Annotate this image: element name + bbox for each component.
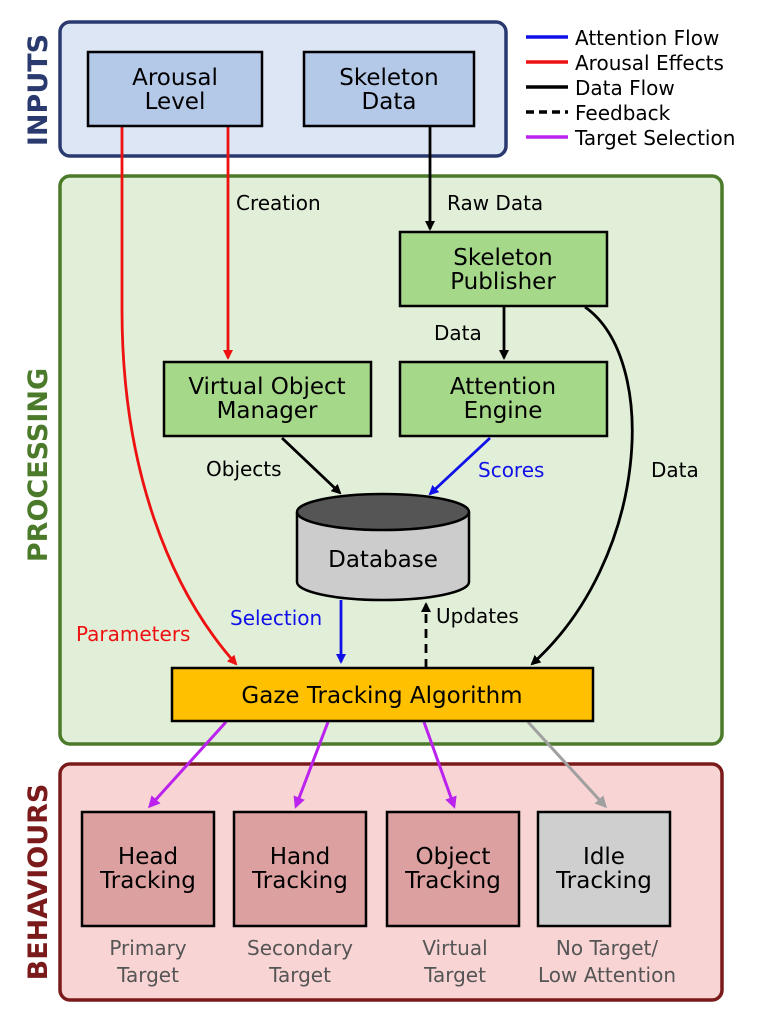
- head-tracking-line1: Head: [118, 844, 178, 870]
- object-target-line2: Target: [423, 963, 486, 987]
- arousal-level-line1: Arousal: [132, 65, 218, 91]
- node-skeleton-publisher: Skeleton Publisher: [398, 230, 609, 308]
- node-gaze-tracking: Gaze Tracking Algorithm: [170, 666, 595, 723]
- node-hand-tracking: Hand Tracking: [232, 810, 368, 928]
- hand-target-line1: Secondary: [247, 936, 353, 960]
- object-tracking-line1: Object: [416, 844, 491, 870]
- virtual-object-manager-line2: Manager: [217, 398, 318, 424]
- arousal-level-line2: Level: [145, 89, 206, 115]
- idle-tracking-line2: Tracking: [555, 868, 652, 894]
- arrow-to-hand: [293, 721, 330, 809]
- node-database: Database: [295, 492, 471, 602]
- arrow-to-head: [147, 720, 228, 809]
- idle-tracking-line1: Idle: [583, 844, 625, 870]
- node-attention-engine: Attention Engine: [398, 360, 609, 438]
- idle-target-line2: Low Attention: [538, 963, 676, 987]
- label-data-publisher-engine: Data: [434, 321, 482, 345]
- arrow-to-object: [422, 721, 457, 809]
- arrow-objects: [281, 436, 342, 495]
- behaviours-title: BEHAVIOURS: [23, 784, 54, 981]
- legend-attention-label: Attention Flow: [575, 26, 719, 50]
- skeleton-publisher-line1: Skeleton: [453, 245, 552, 271]
- hand-target-line2: Target: [268, 963, 331, 987]
- node-arousal-level: Arousal Level: [86, 50, 264, 128]
- head-tracking-line2: Tracking: [99, 868, 196, 894]
- label-selection: Selection: [230, 606, 322, 630]
- legend: Attention Flow Arousal Effects Data Flow…: [526, 26, 735, 150]
- legend-feedback-label: Feedback: [575, 101, 671, 125]
- head-target-line2: Target: [116, 963, 179, 987]
- gaze-tracking-label: Gaze Tracking Algorithm: [241, 683, 522, 709]
- node-skeleton-data: Skeleton Data: [302, 50, 476, 128]
- label-parameters: Parameters: [76, 622, 190, 646]
- node-virtual-object-manager: Virtual Object Manager: [162, 360, 373, 438]
- database-label: Database: [328, 547, 438, 573]
- label-raw-data: Raw Data: [447, 191, 543, 215]
- label-updates: Updates: [436, 604, 519, 628]
- attention-engine-line2: Engine: [464, 398, 543, 424]
- label-creation: Creation: [236, 191, 321, 215]
- arrow-publisher-gaze: [530, 305, 634, 666]
- virtual-object-manager-line1: Virtual Object: [188, 374, 345, 400]
- label-objects: Objects: [206, 457, 282, 481]
- processing-panel: [58, 174, 724, 746]
- skeleton-publisher-line2: Publisher: [450, 269, 556, 295]
- arrow-to-idle: [526, 720, 608, 809]
- node-object-tracking: Object Tracking: [385, 810, 521, 928]
- head-target-line1: Primary: [109, 936, 186, 960]
- hand-tracking-line1: Hand: [270, 844, 331, 870]
- attention-engine-line1: Attention: [450, 374, 556, 400]
- object-target-line1: Virtual: [422, 936, 487, 960]
- node-head-tracking: Head Tracking: [80, 810, 216, 928]
- inputs-title: INPUTS: [23, 34, 54, 146]
- legend-arousal-label: Arousal Effects: [575, 51, 724, 75]
- skeleton-data-line1: Skeleton: [339, 65, 438, 91]
- object-tracking-line2: Tracking: [404, 868, 501, 894]
- legend-target-label: Target Selection: [574, 126, 735, 150]
- arrow-scores: [428, 436, 491, 496]
- processing-title: PROCESSING: [23, 368, 54, 562]
- arrow-parameters: [120, 126, 238, 666]
- target-captions: Primary Target Secondary Target Virtual …: [109, 936, 676, 987]
- skeleton-data-line2: Data: [362, 89, 417, 115]
- idle-target-line1: No Target/: [556, 936, 658, 960]
- label-scores: Scores: [478, 458, 544, 482]
- hand-tracking-line2: Tracking: [251, 868, 348, 894]
- legend-data-label: Data Flow: [575, 76, 675, 100]
- label-data-publisher-gaze: Data: [651, 458, 699, 482]
- node-idle-tracking: Idle Tracking: [536, 810, 672, 928]
